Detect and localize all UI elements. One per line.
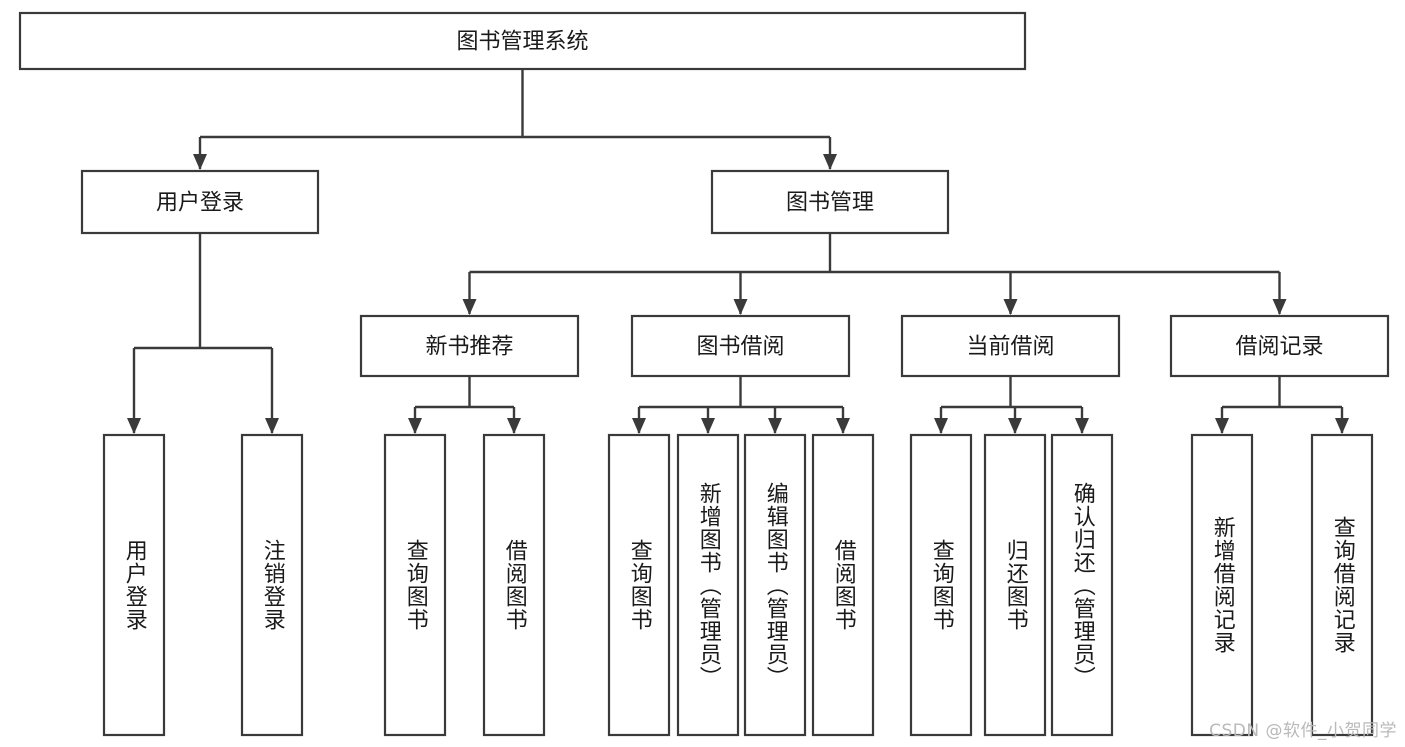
edge-arrowhead	[1215, 418, 1229, 434]
node-label: 图书借阅	[696, 335, 784, 360]
node-leaf-add-borrow-record[interactable]	[1190, 433, 1254, 737]
node-leaf-edit-book[interactable]	[743, 433, 807, 737]
node-leaf-borrow-book-rec[interactable]	[482, 433, 546, 737]
node-leaf-confirm-return[interactable]	[1050, 433, 1114, 737]
edges-layer	[127, 69, 1349, 434]
node-new-book-rec[interactable]	[359, 314, 580, 378]
node-book-manage[interactable]	[710, 169, 950, 235]
edge-arrowhead	[1008, 418, 1022, 434]
edge-arrowhead	[507, 418, 521, 434]
node-leaf-user-logout[interactable]	[240, 433, 304, 737]
node-leaf-add-book[interactable]	[676, 433, 740, 737]
node-label: 用户登录	[156, 191, 244, 216]
node-current-borrow[interactable]	[900, 314, 1121, 378]
node-borrow-record[interactable]	[1169, 314, 1390, 378]
node-leaf-return-book[interactable]	[983, 433, 1047, 737]
edge-arrowhead	[193, 154, 207, 170]
edge-arrowhead	[265, 418, 279, 434]
edge-arrowhead	[632, 418, 646, 434]
edge-arrowhead	[733, 299, 748, 315]
node-leaf-query-book-borrow[interactable]	[607, 433, 671, 737]
edge-arrowhead	[823, 154, 837, 170]
edge-arrowhead	[934, 418, 948, 434]
edge-arrowhead	[768, 418, 782, 434]
edge-arrowhead	[408, 418, 422, 434]
boxes-layer	[18, 11, 1390, 737]
edge-arrowhead	[1272, 299, 1287, 315]
node-label: 图书管理	[786, 191, 874, 216]
edge-arrowhead	[836, 418, 850, 434]
edge-arrowhead	[1075, 418, 1089, 434]
edge-arrowhead	[127, 418, 141, 434]
edge-arrowhead	[1335, 418, 1349, 434]
node-root-图书管理系统[interactable]	[18, 11, 1027, 71]
edge-arrowhead	[1003, 299, 1018, 315]
watermark-text: CSDN @软件_小贺同学	[1209, 721, 1397, 741]
node-label: 图书管理系统	[456, 30, 588, 55]
edge-arrowhead	[462, 299, 477, 315]
edge-arrowhead	[701, 418, 715, 434]
node-leaf-query-book-rec[interactable]	[383, 433, 447, 737]
node-leaf-borrow-book[interactable]	[811, 433, 875, 737]
node-leaf-user-login[interactable]	[102, 433, 166, 737]
node-leaf-query-borrow-record[interactable]	[1310, 433, 1374, 737]
node-user-login[interactable]	[80, 169, 320, 235]
node-leaf-query-book-current[interactable]	[909, 433, 973, 737]
node-label: 借阅记录	[1235, 335, 1323, 360]
node-book-borrow[interactable]	[630, 314, 851, 378]
node-label: 当前借阅	[966, 335, 1054, 360]
node-label: 新书推荐	[425, 335, 513, 360]
